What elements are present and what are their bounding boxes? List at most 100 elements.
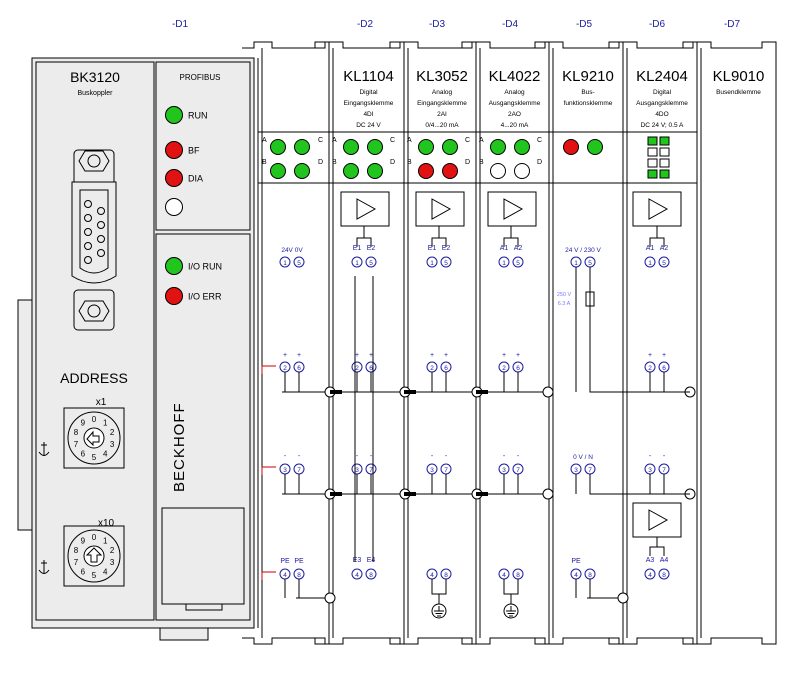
led-letter-c: C xyxy=(318,137,323,144)
dial-digit: 0 xyxy=(92,533,97,542)
power-led xyxy=(270,139,286,155)
module-kl9210-pe-wire xyxy=(575,579,591,598)
module-kl3052-led xyxy=(442,163,458,179)
io-led-run xyxy=(165,257,183,275)
module-kl2404-minus-label: - xyxy=(663,453,666,460)
status-led-bf xyxy=(165,141,183,159)
module-kl2404-lower-amplifier-icon xyxy=(648,509,669,531)
x10-label: x10 xyxy=(98,518,115,529)
module-kl4022-minus-pin-number: 3 xyxy=(502,467,506,474)
module-kl1104-signal-label: E2 xyxy=(367,245,376,252)
module-kl2404-led-square xyxy=(647,147,658,157)
module-kl4022-plus-pin-number: 6 xyxy=(516,365,520,372)
module-kl2404-bottom-pin xyxy=(644,568,656,580)
module-kl1104-plus-pin-number: 6 xyxy=(369,365,373,372)
dial-digit: 1 xyxy=(103,419,108,428)
module-kl3052-plus-label: + xyxy=(444,352,448,359)
module-description-line: Analog xyxy=(504,89,525,96)
dial-arrow-icon xyxy=(86,430,100,447)
module-description-line: 0/4...20 mA xyxy=(425,122,459,129)
column-tag-d2: -D2 xyxy=(357,19,374,30)
led-letter-b: B xyxy=(262,159,267,166)
module-kl2404-bottom-pin xyxy=(658,568,670,580)
coupler-left-rail xyxy=(17,299,33,531)
power-feed-marker xyxy=(261,466,276,475)
power-feed-marker xyxy=(261,571,276,580)
module-description-line: 2AO xyxy=(508,111,521,118)
dial-digit: 6 xyxy=(81,567,86,576)
module-kl1104-signal-label: E1 xyxy=(353,245,362,252)
terminal-d3-top-rail xyxy=(388,41,477,58)
terminal-d6-top-rail xyxy=(607,41,698,58)
status-led-dia xyxy=(165,169,183,187)
module-kl2404-signal-pin xyxy=(658,256,670,268)
power-plus-label: + xyxy=(283,352,287,359)
bus-contact xyxy=(542,488,554,500)
module-kl3052-minus-label: - xyxy=(431,453,434,460)
module-model-kl1104: KL1104 xyxy=(343,68,394,85)
module-kl4022-plus-label: + xyxy=(516,352,520,359)
module-kl3052-amplifier-icon xyxy=(431,198,452,220)
module-description-line: 2AI xyxy=(437,111,447,118)
module-kl9210-led xyxy=(587,139,603,155)
module-kl4022-led xyxy=(490,139,506,155)
module-kl2404-lower-fork xyxy=(649,546,665,556)
status-led-spare xyxy=(165,198,183,216)
column-tag-d6: -D6 xyxy=(649,19,666,30)
module-kl4022-signal-fork xyxy=(503,237,519,247)
module-kl1104-led-letter-c: C xyxy=(390,137,395,144)
module-kl1104-plus-label: + xyxy=(355,352,359,359)
power-pe-pin-number: 4 xyxy=(283,572,287,579)
module-kl4022-shield-wire xyxy=(503,579,519,604)
module-kl3052-led-letter-b: B xyxy=(407,159,412,166)
terminal-d1-top-rail xyxy=(242,41,330,58)
dial-digit: 5 xyxy=(92,571,97,580)
module-kl9210-supply-pin-number: 1 xyxy=(574,260,578,267)
module-kl3052-led-letter-a: A xyxy=(407,137,412,144)
status-led-label: DIA xyxy=(188,174,203,184)
dial-digit: 9 xyxy=(81,537,86,546)
power-pe-label: PE xyxy=(280,558,290,565)
dial-digit: 1 xyxy=(103,537,108,546)
module-kl4022-minus-label: - xyxy=(517,453,520,460)
status-led-run xyxy=(165,106,183,124)
module-kl1104-signal-fork xyxy=(356,237,372,247)
anchor-icon xyxy=(38,560,50,574)
power-pe-pin-number: 8 xyxy=(297,572,301,579)
module-kl4022-led xyxy=(514,163,530,179)
module-kl1104-plus-pin-number: 2 xyxy=(355,365,359,372)
module-kl1104-plus-label: + xyxy=(369,352,373,359)
module-kl4022-amplifier-icon xyxy=(503,198,524,220)
module-kl1104-led-letter-d: D xyxy=(390,159,395,166)
module-kl2404-led-square xyxy=(659,147,670,157)
power-minus-label: - xyxy=(298,453,301,460)
module-kl9210-led xyxy=(563,139,579,155)
dial-digit: 7 xyxy=(74,440,79,449)
column-tag-d4: -D4 xyxy=(502,19,519,30)
module-kl3052-plus-label: + xyxy=(430,352,434,359)
module-kl1104-minus-pin-number: 7 xyxy=(369,467,373,474)
beckhoff-brand: BECKHOFF xyxy=(171,402,188,492)
module-kl3052-ground-icon xyxy=(434,606,444,617)
module-kl9210-feed-wire xyxy=(589,318,690,393)
power-supply-pin xyxy=(293,256,305,268)
module-kl3052-signal-label: E1 xyxy=(428,245,437,252)
io-led-label: I/O ERR xyxy=(188,292,222,302)
dial-digit: 3 xyxy=(110,440,115,449)
module-kl1104-led xyxy=(367,139,383,155)
module-kl2404-bottom-label: A4 xyxy=(660,557,669,564)
dial-digit: 7 xyxy=(74,558,79,567)
dial-digit: 0 xyxy=(92,415,97,424)
module-kl9210-pe-label: PE xyxy=(571,558,581,565)
module-kl9210-fuse-current: 6.3 A xyxy=(558,301,571,307)
pe-contact xyxy=(324,592,336,604)
module-kl3052-minus-pin-number: 7 xyxy=(444,467,448,474)
module-kl4022-led-letter-d: D xyxy=(537,159,542,166)
power-supply-pin-number: 1 xyxy=(283,260,287,267)
dial-digit: 5 xyxy=(92,453,97,462)
dial-digit: 9 xyxy=(81,419,86,428)
power-plus-pin-number: 6 xyxy=(297,365,301,372)
